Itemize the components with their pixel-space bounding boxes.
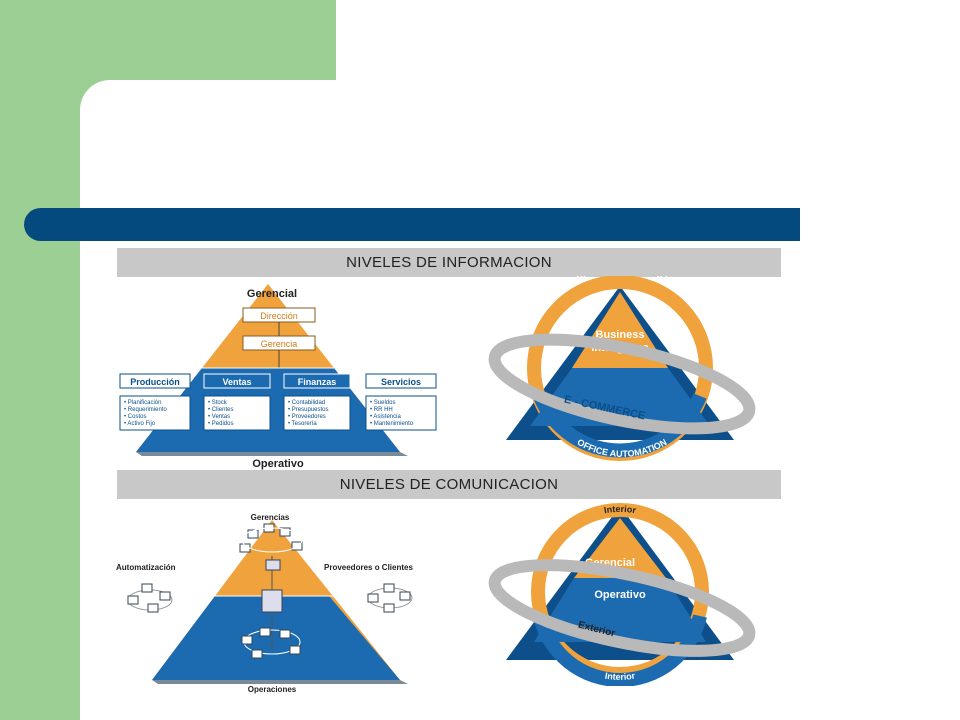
- dept-label-finanzas: Finanzas: [298, 377, 337, 387]
- dept-items-box-finanzas: [283, 395, 351, 431]
- comm-pyramid-shadow: [152, 680, 408, 684]
- dept-item: • Contabilidad: [288, 400, 325, 406]
- dept-item: • Planificación: [124, 400, 161, 406]
- dept-item: • Stock: [208, 400, 228, 406]
- comm-ring-bottom-arc-label: Interior: [604, 671, 636, 682]
- dept-item: • Proveedores: [288, 414, 326, 420]
- dept-item: • RR HH: [370, 407, 393, 413]
- computer-cluster-top: [239, 523, 303, 553]
- title-bar: [24, 208, 800, 241]
- computer-cluster-left: [127, 583, 173, 613]
- dept-item: • Requerimiento: [124, 407, 167, 413]
- comm-top-label: Gerencias: [251, 513, 290, 522]
- server-icon: [265, 559, 281, 571]
- dept-item: • Tesorería: [288, 421, 317, 427]
- dept-header-ventas: [203, 373, 271, 389]
- pyramid-shadow: [136, 452, 408, 456]
- comm-left-label: Automatización: [116, 563, 176, 572]
- dept-header-produccion: [119, 373, 191, 389]
- dept-label-ventas: Ventas: [222, 377, 251, 387]
- ring-band: [488, 333, 756, 435]
- comm-section-title: NIVELES DE COMUNICACION: [339, 476, 559, 493]
- comm-ring-diagram: Gerencial Operativo Interior Exterior In…: [488, 503, 756, 686]
- dept-header-servicios: [365, 373, 437, 389]
- computer-cluster-right: [367, 583, 413, 613]
- comm-section-header: NIVELES DE COMUNICACION: [117, 470, 781, 499]
- comm-ring-top-arc-label: Interior: [603, 504, 637, 515]
- dept-item: • Presupuestos: [288, 407, 328, 413]
- dept-item: • Asistencia: [370, 414, 401, 420]
- dept-item: • Sueldos: [370, 400, 395, 406]
- pyramid-bottom-label: Operativo: [252, 458, 304, 470]
- dept-item: • Clientes: [208, 407, 233, 413]
- dept-items-box-servicios: [365, 395, 437, 431]
- dept-item: • Mantenimiento: [370, 421, 414, 427]
- dept-items-box-produccion: [119, 395, 191, 431]
- dept-label-produccion: Producción: [130, 377, 180, 387]
- gerencia-label: Gerencia: [261, 339, 298, 349]
- dept-label-servicios: Servicios: [381, 377, 421, 387]
- comm-pyramid-diagram: Gerencias Automatización Proveedores o C…: [116, 513, 413, 694]
- info-section-header: NIVELES DE INFORMACION: [117, 248, 781, 277]
- dept-items-box-ventas: [203, 395, 271, 431]
- comm-pyramid-blue: [152, 596, 400, 680]
- comm-bottom-label: Operaciones: [248, 685, 297, 694]
- pyramid-top-label: Gerencial: [247, 288, 297, 300]
- server-icon: [261, 589, 283, 613]
- info-section-title: NIVELES DE INFORMACION: [346, 254, 552, 271]
- dept-item: • Costos: [124, 414, 146, 420]
- info-pyramid-diagram: Gerencial Dirección Gerencia Producción …: [119, 284, 437, 470]
- dept-item: • Pedidos: [208, 421, 233, 427]
- computer-cluster-bottom: [241, 627, 301, 659]
- dept-item: • Activo Fijo: [124, 421, 156, 427]
- dept-item: • Ventas: [208, 414, 230, 420]
- info-ring-diagram: Business Inteligence OFFICE AUTOMATION E…: [488, 276, 756, 461]
- comm-ring-band: [488, 559, 756, 657]
- ring-apex-line1: Business: [596, 329, 645, 341]
- direccion-label: Dirección: [260, 311, 298, 321]
- comm-right-label: Proveedores o Clientes: [324, 563, 413, 572]
- comm-ring-lower-label: Operativo: [594, 589, 646, 601]
- dept-header-finanzas: [283, 373, 351, 389]
